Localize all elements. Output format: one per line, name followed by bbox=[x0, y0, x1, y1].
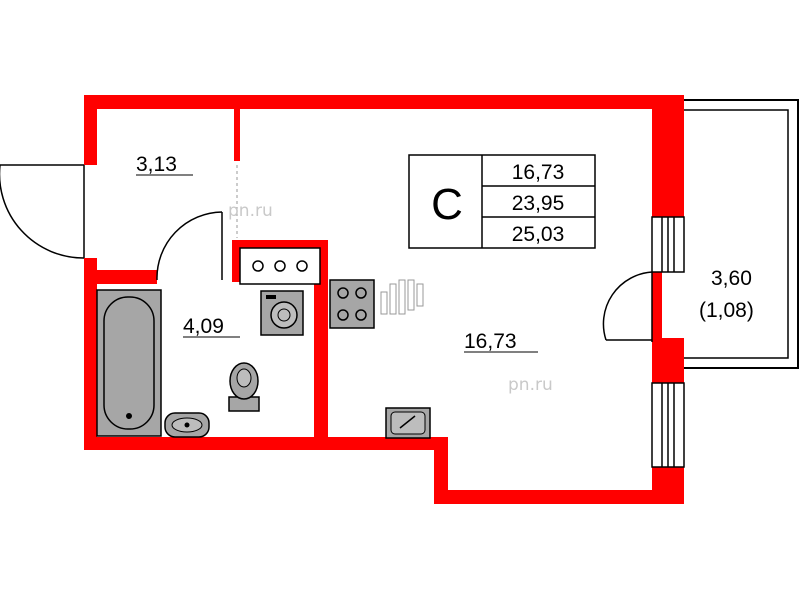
bathroom-area-label: 4,09 bbox=[183, 315, 224, 338]
washing-machine-icon bbox=[260, 290, 304, 336]
right-wall-mid-block bbox=[652, 338, 684, 383]
sink-icon bbox=[164, 412, 210, 438]
bathtub-icon bbox=[96, 289, 162, 437]
bottom-step-wall bbox=[434, 437, 448, 504]
right-wall-top bbox=[652, 95, 684, 217]
door-swing-icon bbox=[156, 211, 223, 281]
right-wall-mid bbox=[652, 272, 662, 342]
bottom-left-wall bbox=[84, 437, 434, 450]
bath-partition-top bbox=[97, 270, 157, 284]
apartment-type-letter: C bbox=[431, 180, 463, 229]
balcony-area-coefficient-label: (1,08) bbox=[699, 299, 754, 322]
left-upper-wall bbox=[84, 95, 97, 165]
window-icon bbox=[651, 382, 685, 468]
stove-icon bbox=[329, 279, 375, 329]
balcony-area-label: 3,60 bbox=[711, 267, 752, 290]
door-swing-icon bbox=[0, 164, 85, 259]
summary-living-area: 16,73 bbox=[512, 161, 565, 184]
watermark: pn.ru bbox=[508, 375, 553, 395]
bath-entry-post bbox=[232, 240, 240, 282]
radiator-icon bbox=[380, 279, 424, 315]
heater-icon bbox=[239, 247, 321, 285]
bottom-right-wall bbox=[434, 490, 684, 504]
door-swing-icon bbox=[602, 271, 653, 342]
hall-area-label: 3,13 bbox=[136, 153, 177, 176]
toilet-icon bbox=[228, 362, 260, 412]
top-wall bbox=[84, 95, 684, 109]
bath-entry-top bbox=[232, 240, 327, 248]
balcony bbox=[684, 99, 799, 369]
window-icon bbox=[651, 216, 685, 273]
hall-partition bbox=[234, 109, 240, 161]
kitchen-sink-icon bbox=[385, 407, 431, 439]
summary-total-area-with-balcony: 25,03 bbox=[512, 223, 565, 246]
apartment-summary-box: C 16,73 23,95 25,03 bbox=[408, 154, 596, 249]
room-hall: 3,13 bbox=[136, 153, 193, 176]
room-bathroom: 4,09 bbox=[183, 315, 240, 338]
living-room-area-label: 16,73 bbox=[464, 330, 517, 353]
right-wall-bottom bbox=[652, 467, 684, 504]
room-living: 16,73 bbox=[464, 330, 538, 353]
bath-kitchen-partition bbox=[314, 240, 328, 440]
watermark: pn.ru bbox=[228, 201, 273, 221]
left-lower-wall bbox=[84, 258, 97, 450]
summary-total-area: 23,95 bbox=[512, 192, 565, 215]
walls bbox=[84, 95, 684, 504]
room-balcony: 3,60 (1,08) bbox=[699, 267, 754, 322]
